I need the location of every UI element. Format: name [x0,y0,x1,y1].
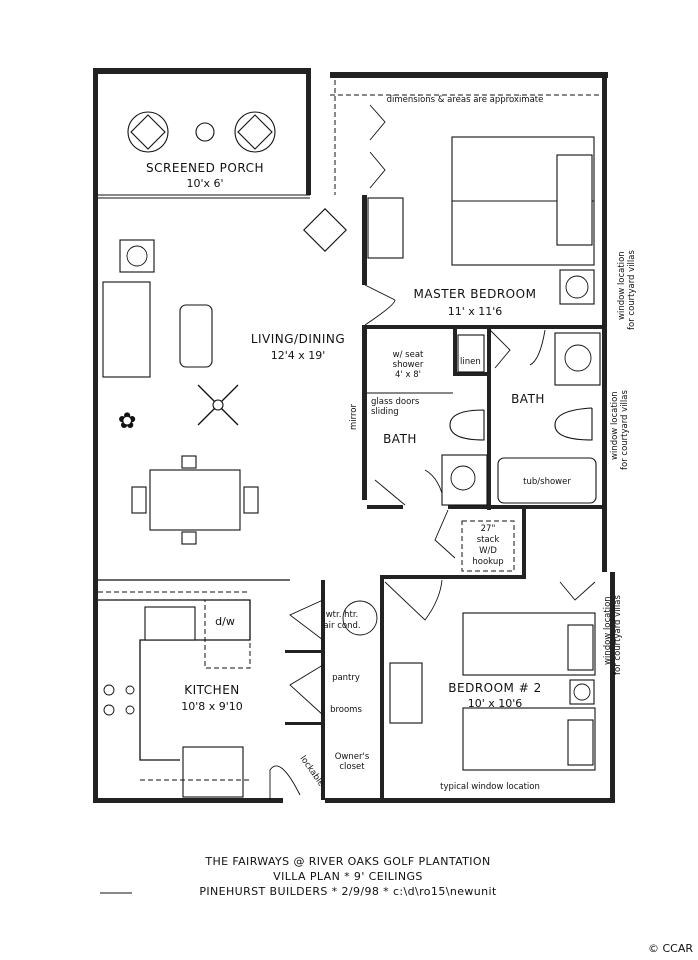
pantry-label: pantry [332,673,360,683]
plant-icon: ✿ [118,409,136,434]
sofa [102,281,151,378]
water-heater [342,600,378,636]
end-table [303,208,347,252]
bathtub [497,457,597,504]
owners-closet-label: Owner's [335,752,370,762]
bedroom2-lamp [569,679,595,705]
living-size: 12'4 x 19' [271,349,326,362]
kitchen-name: KITCHEN [184,683,240,697]
kitchen-cabinet [182,746,244,798]
courtyard-window-note: window location for courtyard villas [603,595,623,675]
sink [441,454,488,506]
wd-note: stack [477,535,500,545]
exterior-walls [93,68,615,803]
svg-text:window location: window location [603,596,613,665]
courtyard-window-note: window location for courtyard villas [617,250,637,330]
bedroom2-name: BEDROOM # 2 [448,681,541,695]
courtyard-window-note: window location for courtyard villas [610,390,630,470]
toilet [554,407,593,441]
lamp-table [119,239,155,273]
porch-size: 10'x 6' [186,177,223,190]
master-name: MASTER BEDROOM [414,287,537,301]
mirror-label: mirror [349,404,359,430]
wd-note: 27" [481,524,496,534]
master-bed [451,136,595,266]
bedroom2-bed [462,707,596,771]
porch-name: SCREENED PORCH [146,161,264,175]
owners-closet-label: closet [339,762,365,772]
linen-closet [457,334,485,373]
master-size: 11' x 11'6 [448,305,503,318]
svg-text:for courtyard villas: for courtyard villas [613,595,623,675]
living-name: LIVING/DINING [251,332,345,346]
shower-note: 4' x 8' [395,370,421,380]
coffee-table [179,304,213,368]
dishwasher-label: d/w [215,615,235,628]
shower-note: shower [393,360,424,370]
tub-label: tub/shower [523,477,571,487]
desk [389,662,423,724]
copyright: © CCAR [648,942,693,955]
bath2-name: BATH [511,392,545,406]
wd-note: hookup [472,557,503,567]
approx-note: dimensions & areas are approximate [387,95,544,105]
porch-chair [127,111,169,153]
svg-text:for courtyard villas: for courtyard villas [627,250,637,330]
bedroom2-bed [462,612,596,676]
typical-window-label: typical window location [440,782,540,792]
title-line-3: PINEHURST BUILDERS * 2/9/98 * c:\d\ro15\… [199,885,497,898]
linen-label: linen [460,357,481,367]
title-line-1: THE FAIRWAYS @ RIVER OAKS GOLF PLANTATIO… [204,855,490,868]
washer-dryer-hookup [461,520,515,572]
dishwasher [204,599,251,669]
wd-note: W/D [479,546,497,556]
title-block: THE FAIRWAYS @ RIVER OAKS GOLF PLANTATIO… [100,855,497,898]
bath1-name: BATH [383,432,417,446]
kitchen-size: 10'8 x 9'10 [181,700,243,713]
water-heater-note: wtr. htr. [326,610,359,620]
bedroom2-size: 10' x 10'6 [468,697,523,710]
brooms-label: brooms [330,705,362,715]
stove [103,684,135,716]
glass-doors-note: sliding [371,407,399,417]
master-lamp [559,269,595,305]
doors [269,104,596,800]
refrigerator [144,606,196,641]
furniture: ✿ [98,111,601,798]
svg-text:for courtyard villas: for courtyard villas [620,390,630,470]
toilet [449,409,485,441]
dining-table [131,455,259,545]
interior-walls [98,80,602,800]
porch-table [195,122,215,142]
svg-text:window location: window location [610,391,620,460]
svg-text:window location: window location [617,251,627,320]
shower-note: w/ seat [393,350,424,360]
ceiling-fan-icon [197,384,239,426]
dresser [367,197,404,259]
title-line-2: VILLA PLAN * 9' CEILINGS [273,870,423,883]
porch-chair [234,111,276,153]
kitchen-counters [98,591,251,798]
sink [554,332,601,386]
water-heater-note: air cond. [323,621,360,631]
glass-doors-note: glass doors [371,397,420,407]
